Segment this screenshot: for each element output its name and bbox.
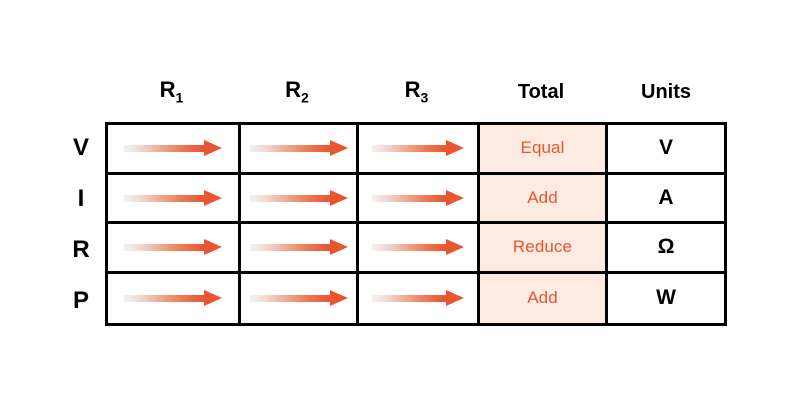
cell-r-r2 <box>241 224 359 271</box>
cell-r-units: Ω <box>608 224 724 271</box>
arrow-head <box>329 239 348 256</box>
column-header-r1-subscript: 1 <box>175 89 184 106</box>
arrow-head <box>446 140 464 157</box>
cell-i-units: A <box>608 174 724 221</box>
arrow-right-icon <box>372 140 464 157</box>
arrow-shaft <box>372 194 446 202</box>
row-label-p: P <box>72 286 89 314</box>
cell-r-total: Reduce <box>480 224 608 271</box>
total-value-v: Equal <box>520 138 565 158</box>
column-header-r1-base: R <box>159 77 176 103</box>
column-header-r2-base: R <box>285 77 302 103</box>
units-value-v: V <box>658 136 673 160</box>
arrow-head <box>204 140 222 157</box>
column-header-r2: R2 <box>238 77 356 106</box>
arrow-shaft <box>249 295 330 303</box>
arrow-right-icon <box>249 189 348 206</box>
arrow-head <box>204 290 222 307</box>
arrow-shaft <box>124 295 204 303</box>
arrow-head <box>446 239 464 256</box>
column-header-r1: R1 <box>105 77 238 106</box>
arrow-right-icon <box>124 189 222 206</box>
arrow-shaft <box>249 145 330 153</box>
cell-r-r3 <box>359 224 480 271</box>
cell-i-r2 <box>241 174 359 221</box>
cell-v-total: Equal <box>480 125 608 172</box>
arrow-right-icon <box>372 239 464 256</box>
row-label-i: I <box>77 184 85 212</box>
arrow-head <box>329 140 348 157</box>
cell-p-r3 <box>359 273 480 323</box>
cell-i-r3 <box>359 174 480 221</box>
arrow-shaft <box>249 194 330 202</box>
arrow-head <box>446 290 464 307</box>
cell-p-r2 <box>241 273 359 323</box>
arrow-head <box>446 189 464 206</box>
arrow-right-icon <box>249 239 348 256</box>
arrow-shaft <box>124 244 204 252</box>
total-value-i: Add <box>527 187 558 207</box>
arrow-shaft <box>124 145 204 153</box>
cell-p-units: W <box>608 273 724 323</box>
cell-i-r1 <box>108 174 241 221</box>
arrow-shaft <box>124 194 204 202</box>
arrow-right-icon <box>124 140 222 157</box>
column-header-units: Units <box>641 81 691 103</box>
cell-p-total: Add <box>480 273 608 323</box>
total-value-r: Reduce <box>512 237 573 257</box>
table-row: Equal V <box>108 125 724 175</box>
arrow-right-icon <box>249 140 348 157</box>
table-row: Add W <box>108 273 724 323</box>
row-label-r: R <box>72 235 90 263</box>
table-row: Reduce Ω <box>108 224 724 274</box>
rules-table: Equal V Add A <box>105 122 727 326</box>
table-row: Add A <box>108 174 724 224</box>
arrow-right-icon <box>372 290 464 307</box>
column-header-r2-subscript: 2 <box>301 89 309 106</box>
row-label-v: V <box>72 133 89 161</box>
arrow-shaft <box>372 295 446 303</box>
arrow-right-icon <box>249 290 348 307</box>
arrow-shaft <box>372 145 446 153</box>
arrow-shaft <box>249 244 330 252</box>
arrow-head <box>204 189 222 206</box>
arrow-head <box>329 290 348 307</box>
arrow-head <box>329 189 348 206</box>
cell-r-r1 <box>108 224 241 271</box>
cell-p-r1 <box>108 273 241 323</box>
units-value-p: W <box>656 286 676 310</box>
column-header-r3-subscript: 3 <box>420 89 429 106</box>
column-header-row: R1 R2 R3 Total Units <box>105 72 727 112</box>
arrow-right-icon <box>372 189 464 206</box>
units-value-r: Ω <box>657 235 675 259</box>
arrow-right-icon <box>124 239 222 256</box>
cell-v-r1 <box>108 125 241 172</box>
cell-v-r2 <box>241 125 359 172</box>
total-value-p: Add <box>527 288 558 308</box>
arrow-shaft <box>372 244 446 252</box>
arrow-right-icon <box>124 290 222 307</box>
cell-i-total: Add <box>480 174 608 221</box>
row-label-column: V I R P <box>60 122 102 326</box>
column-header-r3-base: R <box>404 77 421 103</box>
column-header-total: Total <box>517 81 565 103</box>
column-header-r3: R3 <box>356 77 477 106</box>
arrow-head <box>204 239 222 256</box>
cell-v-units: V <box>608 125 724 172</box>
cell-v-r3 <box>359 125 480 172</box>
units-value-i: A <box>658 185 674 209</box>
